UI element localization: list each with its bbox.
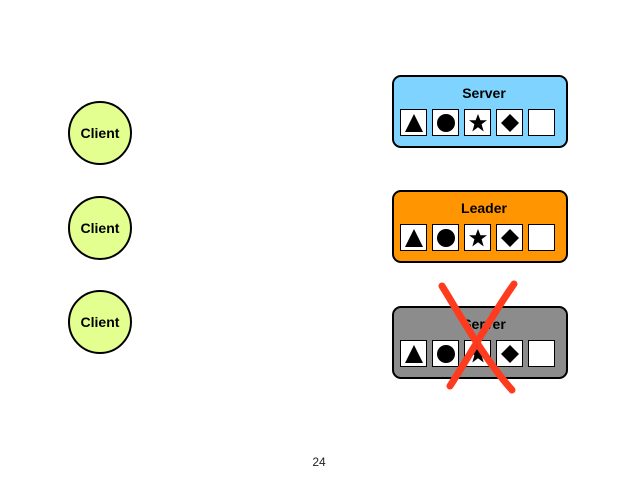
circle-icon [436,113,455,132]
server-label: Server [462,85,506,101]
crash-x-stroke-2 [446,280,518,390]
log-entry-empty [528,224,555,251]
star-icon [468,113,487,131]
server-node-crashed: Server [392,306,568,379]
star-icon [468,344,487,362]
log-entry-star [464,109,491,136]
log-entry-triangle [400,109,427,136]
log-entry-triangle [400,340,427,367]
log-entry-circle [432,109,459,136]
log-entry-star [464,224,491,251]
diamond-icon [500,344,519,363]
log-entries [400,109,555,136]
log-entry-empty [528,340,555,367]
log-entry-triangle [400,224,427,251]
server-label: Leader [461,200,507,216]
triangle-icon [404,228,423,247]
leader-node: Leader [392,190,568,263]
diamond-icon [500,113,519,132]
client-node-2: Client [68,196,132,260]
server-node-1: Server [392,75,568,148]
circle-icon [436,344,455,363]
log-entry-empty [528,109,555,136]
crash-x-icon [438,280,518,394]
circle-icon [436,228,455,247]
client-node-1: Client [68,101,132,165]
log-entry-diamond [496,224,523,251]
log-entry-circle [432,224,459,251]
crash-x-stroke-1 [438,282,516,394]
log-entries [400,224,555,251]
triangle-icon [404,113,423,132]
log-entry-diamond [496,109,523,136]
client-node-3: Client [68,290,132,354]
client-label: Client [80,314,120,330]
triangle-icon [404,344,423,363]
log-entry-diamond [496,340,523,367]
diamond-icon [500,228,519,247]
log-entry-circle [432,340,459,367]
log-entries [400,340,555,367]
client-label: Client [80,220,120,236]
page-number: 24 [312,455,326,469]
star-icon [468,228,487,246]
client-label: Client [80,125,120,141]
